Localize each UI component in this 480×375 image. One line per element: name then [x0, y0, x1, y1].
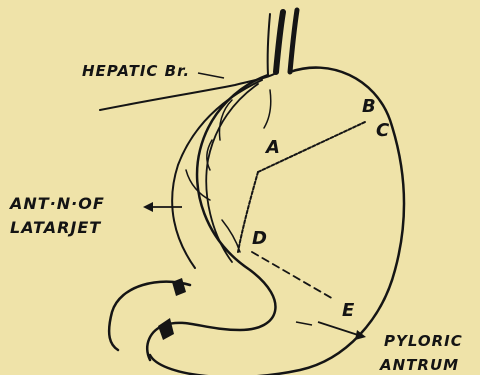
pyloric-label-line2: ANTRUM [379, 356, 459, 374]
point-e-label: E [342, 300, 355, 321]
point-b-label: B [362, 96, 377, 117]
pyloric-label-line1: PYLORIC [384, 332, 463, 350]
point-a-label: A [264, 137, 281, 158]
nerve-label-line1: ANT·N·OF [8, 194, 105, 213]
nerve-label-line2: LATARJET [10, 218, 101, 237]
hepatic-branch-label: HEPATIC Br. [82, 62, 190, 80]
point-d-label: D [252, 228, 268, 249]
point-c-label: C [376, 120, 390, 141]
